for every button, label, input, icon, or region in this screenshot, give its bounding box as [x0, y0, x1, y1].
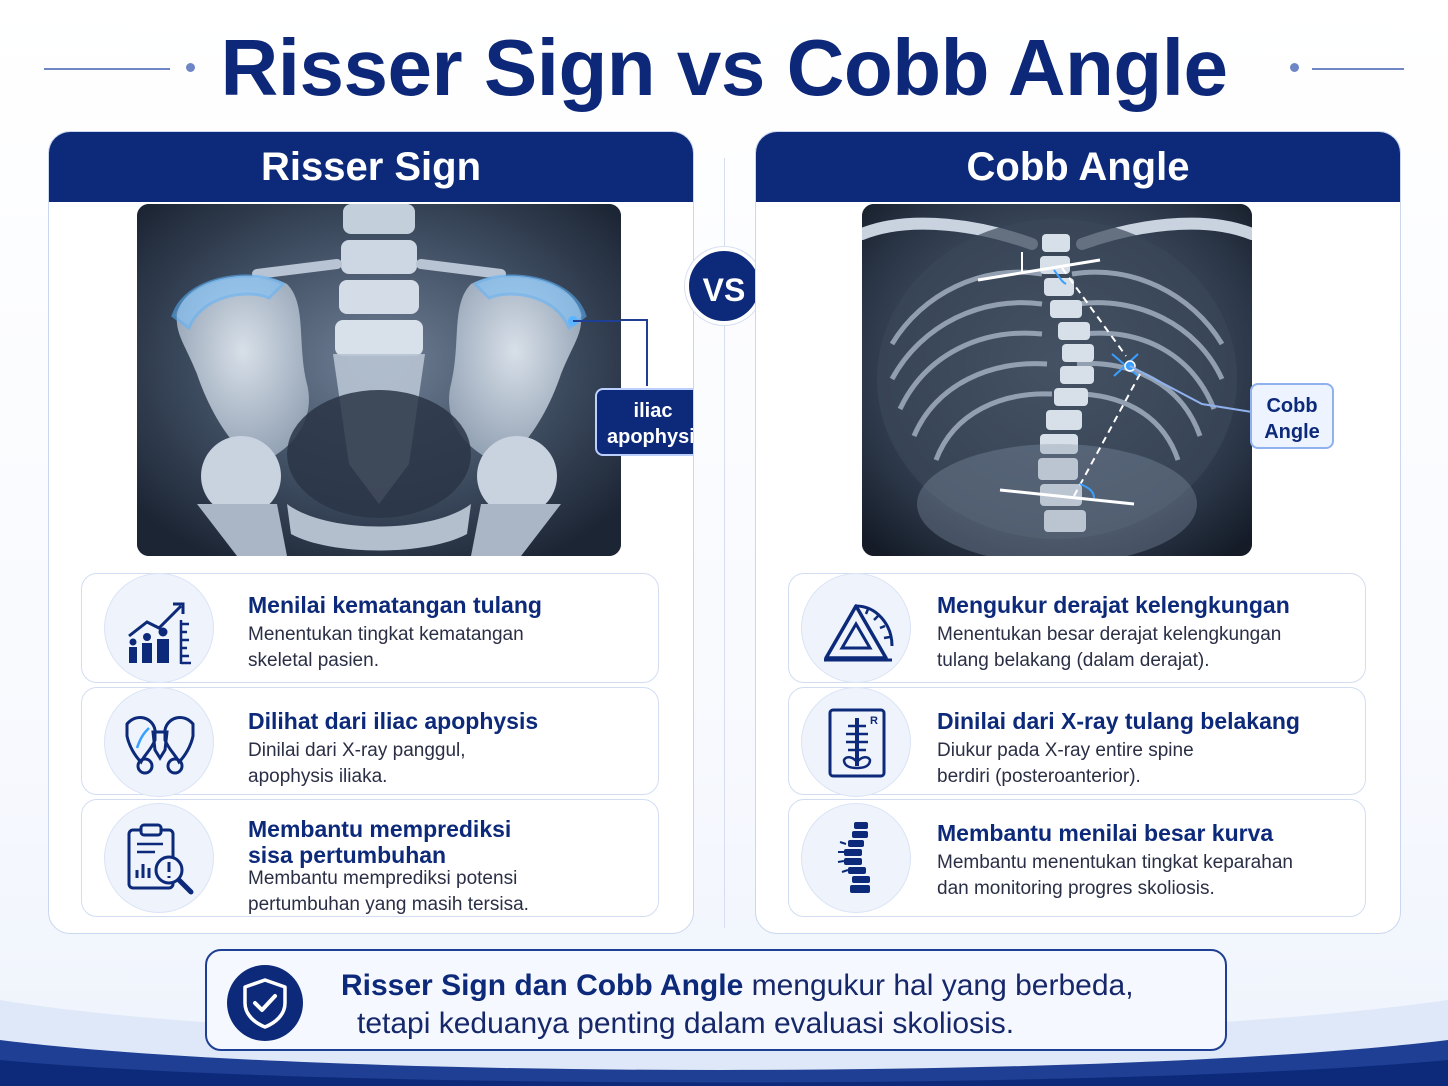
vs-divider: [724, 158, 725, 928]
vs-badge: VS: [685, 247, 763, 325]
cobb-card-degree: Mengukur derajat kelengkungan Menentukan…: [788, 573, 1366, 683]
card-title: Dilihat dari iliac apophysis: [248, 708, 539, 734]
page-title: Risser Sign vs Cobb Angle: [220, 23, 1228, 112]
curved-spine-icon: [801, 803, 911, 913]
risser-card-growth: Membantu memprediksi sisa pertumbuhan Me…: [81, 799, 659, 917]
spine-xray-image: [862, 204, 1252, 556]
card-text: Menentukan tingkat kematangan skeletal p…: [248, 624, 524, 671]
summary-box: Risser Sign dan Cobb Angle mengukur hal …: [205, 949, 1227, 1051]
pelvis-icon: [104, 687, 214, 797]
risser-sign-panel: Risser Sign: [48, 131, 694, 934]
iliac-apophysis-callout: iliac apophysis: [595, 388, 693, 456]
summary-rest-text: mengukur hal yang berbeda,: [743, 969, 1134, 1002]
risser-card-maturity: Menilai kematangan tulang Menentukan tin…: [81, 573, 659, 683]
pelvis-xray-image: [137, 204, 621, 556]
clipboard-magnifier-icon: [104, 803, 214, 913]
cobb-angle-callout: Cobb Angle: [1250, 383, 1334, 449]
title-decoration-left: [44, 68, 170, 70]
summary-line-2: tetapi keduanya penting dalam evaluasi s…: [357, 1007, 1015, 1040]
card-text: Menentukan besar derajat kelengkungan tu…: [937, 624, 1282, 671]
title-dot-left: [186, 63, 195, 72]
svg-text:R: R: [870, 715, 878, 727]
risser-sign-header: Risser Sign: [49, 132, 693, 202]
summary-bold-text: Risser Sign dan Cobb Angle: [341, 969, 744, 1002]
cobb-card-xray: R Dinilai dari X-ray tulang belakang Diu…: [788, 687, 1366, 797]
growth-chart-people-icon: [104, 573, 214, 683]
iliac-callout-connector: [621, 319, 648, 386]
card-title: Membantu menilai besar kurva: [937, 820, 1274, 846]
cobb-angle-panel: Cobb Angle: [755, 131, 1401, 934]
card-title: Menilai kematangan tulang: [248, 592, 542, 618]
shield-check-icon: [227, 965, 303, 1041]
title-dot-right: [1290, 63, 1299, 72]
title-decoration-right: [1312, 68, 1404, 70]
card-text: Dinilai dari X-ray panggul, apophysis il…: [248, 740, 466, 787]
spine-xray-icon: R: [801, 687, 911, 797]
risser-card-iliac: Dilihat dari iliac apophysis Dinilai dar…: [81, 687, 659, 797]
cobb-angle-header: Cobb Angle: [756, 132, 1400, 202]
summary-line-1: Risser Sign dan Cobb Angle mengukur hal …: [341, 969, 1134, 1003]
card-title: Dinilai dari X-ray tulang belakang: [937, 708, 1300, 734]
card-text: Diukur pada X-ray entire spine berdiri (…: [937, 740, 1194, 787]
cobb-card-curve: Membantu menilai besar kurva Membantu me…: [788, 799, 1366, 917]
card-title: Membantu memprediksi sisa pertumbuhan: [248, 816, 512, 868]
title-row: Risser Sign vs Cobb Angle: [0, 18, 1448, 118]
card-text: Membantu menentukan tingkat keparahan da…: [937, 852, 1293, 899]
card-text: Membantu memprediksi potensi pertumbuhan…: [248, 868, 529, 915]
protractor-icon: [801, 573, 911, 683]
card-title: Mengukur derajat kelengkungan: [937, 592, 1290, 618]
